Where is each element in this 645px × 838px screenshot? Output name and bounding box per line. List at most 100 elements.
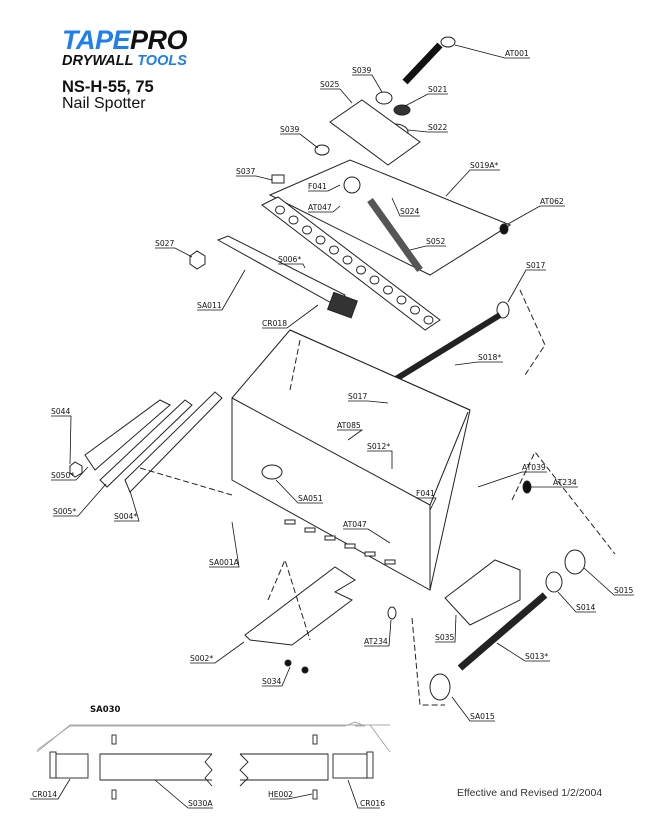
tagline-tools: TOOLS — [137, 53, 187, 69]
leader-line — [364, 619, 392, 647]
leader-line — [275, 479, 323, 504]
part-label: S012* — [367, 442, 390, 451]
leader-line — [114, 490, 140, 522]
revision-date: Effective and Revised 1/2/2004 — [457, 787, 603, 799]
frame-slot — [284, 519, 296, 525]
model-number: NS-H-55, 75 — [62, 78, 154, 96]
leader-line — [209, 521, 240, 568]
he002-pin — [312, 734, 318, 745]
rack-peg — [396, 295, 407, 305]
part-s005-rail — [99, 399, 193, 488]
part-label: AT047 — [308, 203, 332, 212]
dashed-guide — [267, 558, 311, 641]
part-label: AT085 — [337, 421, 361, 430]
leader-line — [348, 400, 389, 404]
part-label: S024 — [400, 207, 419, 216]
leader-line — [454, 361, 503, 366]
part-label: SA001A — [209, 558, 240, 567]
part-label: CR018 — [262, 319, 287, 328]
leader-line — [477, 471, 547, 488]
frame-slots — [284, 519, 396, 565]
part-sa015-wheel — [429, 673, 451, 701]
leader-line — [496, 642, 550, 662]
leader-line — [367, 450, 393, 469]
part-at001-bolt — [402, 36, 456, 85]
frame-slot — [324, 535, 336, 541]
he002-pin — [111, 789, 117, 800]
part-s037 — [271, 174, 285, 184]
leader-line — [454, 44, 530, 59]
part-s039-small — [314, 144, 330, 156]
rack-pegs — [275, 205, 434, 325]
part-s002-bracket — [244, 566, 356, 646]
part-s027-nut — [189, 250, 206, 270]
part-label: SA015 — [470, 712, 495, 721]
part-labels: AT001S039S025S021S022S039S037S019A*F041A… — [51, 49, 633, 721]
part-s052-spring — [367, 197, 423, 273]
product-name: Nail Spotter — [62, 95, 146, 112]
rack-peg — [342, 255, 353, 265]
part-label: S052 — [426, 237, 445, 246]
part-sa011-lever — [216, 235, 346, 306]
leader-line — [409, 245, 446, 251]
part-label: S018* — [478, 353, 501, 362]
part-label: AT039 — [522, 463, 546, 472]
leader-line — [451, 696, 495, 722]
dashed-guide — [411, 617, 445, 706]
part-s017-roller — [496, 301, 510, 319]
leader-line — [280, 133, 319, 149]
leader-line — [507, 269, 546, 303]
part-label: S050* — [51, 471, 74, 480]
part-label: S015 — [614, 586, 633, 595]
part-s034-screw-2 — [301, 666, 309, 674]
part-label: AT001 — [505, 49, 529, 58]
leader-line — [320, 88, 353, 104]
frame-slot — [344, 543, 356, 549]
rack-peg — [275, 205, 285, 215]
part-s021 — [393, 104, 411, 116]
part-cr018-knob — [327, 291, 358, 319]
leader-line — [337, 429, 364, 441]
rack-peg — [383, 285, 393, 295]
part-label: S006* — [278, 255, 301, 264]
part-label: S005* — [53, 507, 76, 516]
part-label: AT047 — [343, 520, 367, 529]
part-label: SA051 — [298, 494, 323, 503]
leader-line — [308, 205, 341, 213]
part-label: S014 — [576, 603, 595, 612]
part-label: S037 — [236, 167, 255, 176]
part-s015-wheel — [564, 549, 586, 575]
part-s014-wheel — [545, 571, 563, 593]
leader-line — [155, 247, 193, 258]
he002-pin — [312, 789, 318, 800]
part-label: S017 — [348, 392, 367, 401]
part-label: S013* — [525, 652, 548, 661]
leader-lines — [51, 44, 634, 722]
part-label: S019A* — [470, 161, 499, 170]
sa030-bracket — [36, 721, 366, 751]
frame-slot — [384, 559, 396, 565]
leader-line — [507, 205, 565, 225]
rack-peg — [356, 265, 366, 275]
cr016-flange — [366, 751, 374, 779]
brand-name: TAPEPRO — [62, 26, 188, 54]
leader-line — [445, 169, 500, 197]
part-at062-screw — [499, 223, 509, 235]
leader-line — [583, 567, 634, 596]
diagram-drawing — [69, 36, 616, 706]
rack-peg — [410, 305, 420, 315]
part-label: AT062 — [540, 197, 564, 206]
leader-line — [262, 304, 319, 329]
part-label: S025 — [320, 80, 339, 89]
part-s039-bushing — [375, 91, 393, 105]
part-label: S039 — [352, 66, 371, 75]
sa030-title: SA030 — [90, 705, 121, 715]
part-label: S002* — [190, 654, 213, 663]
tagline-drywall: DRYWALL — [62, 53, 138, 69]
part-s025-block — [329, 99, 421, 166]
rack-peg — [329, 245, 339, 255]
s030a-tube-left — [99, 753, 212, 781]
part-at234-screw-2 — [522, 480, 532, 494]
rack-peg — [302, 225, 312, 235]
brand-tagline: DRYWALL TOOLS — [62, 53, 187, 69]
